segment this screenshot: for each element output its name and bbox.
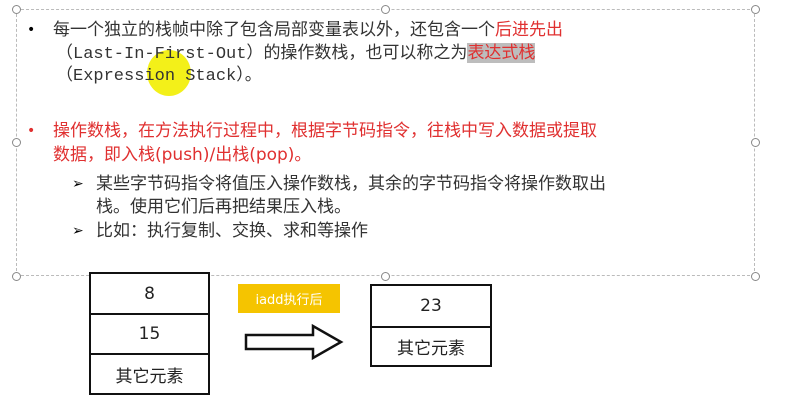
highlighted-text: 表达式栈 bbox=[467, 43, 536, 63]
resize-handle[interactable] bbox=[751, 272, 760, 281]
resize-handle[interactable] bbox=[381, 272, 390, 281]
iadd-label: iadd执行后 bbox=[238, 284, 340, 313]
text: 的操作数栈，也可以称之为 bbox=[263, 43, 468, 63]
resize-handle[interactable] bbox=[12, 138, 21, 147]
stack-cell: 15 bbox=[89, 313, 210, 355]
bullet1-line1: 每一个独立的栈帧中除了包含局部变量表以外，还包含一个后进先出 bbox=[53, 19, 563, 41]
resize-handle[interactable] bbox=[381, 5, 390, 14]
bullet2-line1: 操作数栈，在方法执行过程中，根据字节码指令，往栈中写入数据或提取 bbox=[53, 121, 597, 141]
bullet2-line2: 数据，即入栈(push)/出栈(pop)。 bbox=[53, 145, 312, 165]
bullet1-line2: （Last-In-First-Out）的操作数栈，也可以称之为表达式栈 bbox=[56, 42, 536, 66]
stack-cell: 8 bbox=[89, 272, 210, 315]
stack-cell: 其它元素 bbox=[370, 326, 492, 367]
bullet-icon: • bbox=[27, 123, 36, 139]
resize-handle[interactable] bbox=[751, 138, 760, 147]
sub-bullet-icon: ➢ bbox=[72, 176, 84, 192]
resize-handle[interactable] bbox=[12, 272, 21, 281]
red-text: 后进先出 bbox=[495, 20, 563, 40]
text: （Last-In-First-Out） bbox=[56, 45, 264, 64]
resize-handle[interactable] bbox=[12, 5, 21, 14]
sub-item-2: 比如：执行复制、交换、求和等操作 bbox=[96, 221, 368, 241]
resize-handle[interactable] bbox=[751, 5, 760, 14]
stack-cell: 23 bbox=[370, 284, 492, 328]
sub-item-1-line2: 栈。使用它们后再把结果压入栈。 bbox=[96, 197, 351, 217]
arrow-right-icon bbox=[244, 323, 344, 361]
cursor-highlight bbox=[147, 50, 191, 96]
bullet1-line3: （Expression Stack）。 bbox=[56, 67, 262, 86]
sub-item-1-line1: 某些字节码指令将值压入操作数栈，其余的字节码指令将操作数取出 bbox=[96, 174, 606, 194]
stack-cell: 其它元素 bbox=[89, 353, 210, 395]
bullet-icon: • bbox=[27, 22, 36, 38]
text: 每一个独立的栈帧中除了包含局部变量表以外，还包含一个 bbox=[53, 20, 495, 40]
sub-bullet-icon: ➢ bbox=[72, 223, 84, 239]
